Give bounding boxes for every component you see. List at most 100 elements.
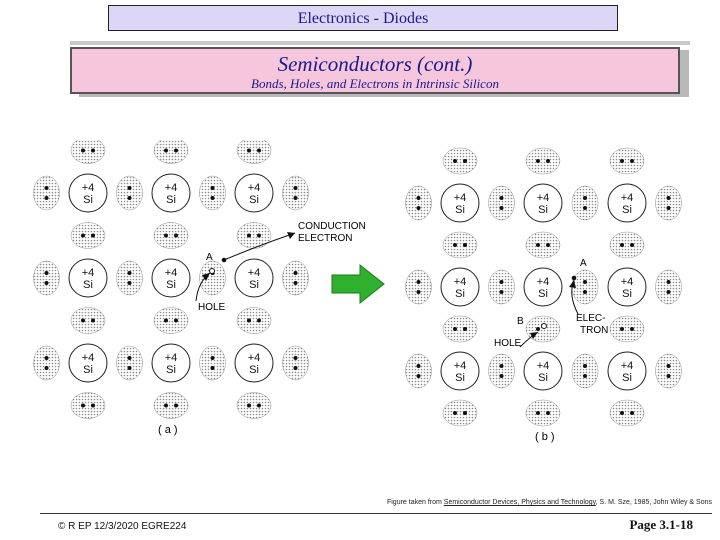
panel-b-valence-electron: [583, 290, 587, 294]
panel-a-valence-electron: [127, 196, 132, 200]
panel-b-atom-symbol: Si: [455, 288, 465, 300]
title-banner: Semiconductors (cont.) Bonds, Holes, and…: [70, 47, 680, 94]
panel-b-bond: [655, 269, 682, 305]
panel-a-valence-electron: [247, 148, 251, 153]
panel-b-atom-charge: +4: [621, 192, 634, 204]
panel-a-bond: [33, 260, 60, 296]
panel-a-valence-electron: [174, 233, 178, 238]
panel-b-hole-marker: [541, 323, 547, 329]
panel-a-valence-electron: [81, 403, 85, 408]
panel-a-valence-electron: [44, 356, 49, 360]
panel-a-si-atom: [151, 173, 191, 213]
panel-b-atom-charge: +4: [454, 276, 467, 288]
panel-a-atom-symbol: Si: [83, 194, 93, 206]
panel-a-bond: [199, 345, 226, 381]
silicon-lattice-figure: +4Si+4Si+4Si+4Si+4Si+4Si+4Si+4Si+4Si +4S…: [33, 140, 682, 443]
panel-a-valence-electron: [127, 186, 132, 190]
panel-a-valence-electron: [210, 186, 215, 190]
panel-b-electron-label-2: TRON: [580, 325, 608, 336]
panel-a-valence-electron: [164, 403, 168, 408]
panel-b-valence-electron: [416, 206, 421, 210]
panel-b-valence-electron: [666, 206, 671, 210]
panel-b-valence-electron: [536, 327, 540, 331]
panel-b: +4Si+4Si+4Si+4Si+4Si+4Si+4Si+4Si+4Si: [405, 147, 682, 427]
panel-b-electron-label-1: ELEC-: [576, 313, 605, 324]
panel-a-valence-electron: [293, 271, 298, 275]
panel-a-valence-electron: [127, 356, 132, 360]
panel-b-atom-symbol: Si: [622, 288, 632, 300]
panel-b-valence-electron: [666, 374, 671, 378]
panel-a-valence-electron: [247, 318, 251, 323]
panel-b-valence-electron: [620, 327, 624, 331]
panel-b-valence-electron: [630, 159, 634, 163]
panel-a-valence-electron: [44, 281, 49, 285]
panel-b-valence-electron: [630, 243, 634, 247]
panel-a-hole-arrowhead: [202, 273, 210, 281]
panel-b-caption: ( b ): [535, 431, 555, 443]
panel-b-valence-electron: [416, 280, 421, 284]
panel-b-bond: [571, 185, 599, 221]
panel-b-bond: [488, 269, 515, 305]
panel-a-valence-electron: [91, 318, 95, 323]
slide-title: Semiconductors (cont.): [277, 52, 473, 76]
panel-a-atom-symbol: Si: [83, 364, 93, 376]
panel-b-atom-charge: +4: [621, 360, 634, 372]
caption-prefix: Figure taken from: [386, 499, 444, 506]
panel-a-atom-charge: +4: [248, 267, 261, 279]
panel-b-atom-symbol: Si: [622, 372, 632, 384]
panel-a-valence-electron: [174, 403, 178, 408]
panel-a-valence-electron: [44, 196, 49, 200]
panel-b-bond: [655, 353, 682, 389]
panel-b-bond: [405, 185, 432, 221]
footer-credit: © R EP 12/3/2020 EGRE224: [58, 521, 187, 532]
panel-a-electron-arrowhead: [287, 232, 295, 239]
panel-a-valence-electron: [81, 233, 85, 238]
panel-b-hole-label: HOLE: [494, 338, 522, 349]
panel-b-valence-electron: [620, 243, 624, 247]
panel-a-valence-electron: [164, 148, 168, 153]
panel-b-valence-electron: [416, 290, 421, 294]
panel-b-bond: [442, 231, 478, 259]
panel-a-valence-electron: [127, 271, 132, 275]
panel-a-valence-electron: [247, 403, 251, 408]
panel-a-valence-electron: [127, 366, 132, 370]
panel-a-si-atom: [234, 343, 274, 383]
panel-b-valence-electron: [583, 374, 587, 378]
panel-b-valence-electron: [463, 411, 467, 415]
panel-b-bond: [609, 147, 645, 175]
panel-b-atom-charge: +4: [454, 360, 467, 372]
panel-a-bond: [282, 345, 309, 381]
slide-subtitle: Bonds, Holes, and Electrons in Intrinsic…: [251, 76, 499, 91]
panel-a-bond: [153, 392, 189, 419]
panel-b-valence-electron: [620, 411, 624, 415]
panel-b-valence-electron: [583, 280, 587, 284]
panel-b-si-atom: [440, 183, 480, 223]
panel-b-valence-electron: [453, 411, 457, 415]
panel-b-valence-electron: [463, 327, 467, 331]
panel-a-conduction-label-1: CONDUCTION: [298, 221, 366, 232]
panel-b-valence-electron: [536, 243, 540, 247]
panel-b-bond: [488, 353, 515, 389]
panel-b-atom-symbol: Si: [455, 372, 465, 384]
panel-a-valence-electron: [91, 148, 95, 153]
panel-a-bond: [199, 260, 226, 296]
panel-b-valence-electron: [499, 280, 504, 284]
panel-b-valence-electron: [583, 196, 587, 200]
panel-a-bond: [116, 345, 143, 381]
panel-a-atom-charge: +4: [82, 267, 95, 279]
title-divider: [70, 41, 690, 45]
panel-a-hole-marker: [209, 268, 215, 274]
panel-a-valence-electron: [174, 148, 178, 153]
panel-a-atom-charge: +4: [248, 182, 261, 194]
panel-a-valence-electron: [257, 148, 261, 153]
panel-a-caption: ( a ): [158, 424, 178, 436]
panel-b-bond: [571, 269, 599, 305]
panel-a-valence-electron: [44, 271, 49, 275]
panel-a-bond: [282, 175, 309, 211]
panel-a-bond: [70, 392, 106, 419]
panel-a-point-a: A: [206, 252, 213, 263]
panel-a-valence-electron: [164, 318, 168, 323]
header-title: Electronics - Diodes: [108, 5, 618, 31]
panel-b-valence-electron: [463, 243, 467, 247]
panel-a-bond: [70, 140, 106, 164]
